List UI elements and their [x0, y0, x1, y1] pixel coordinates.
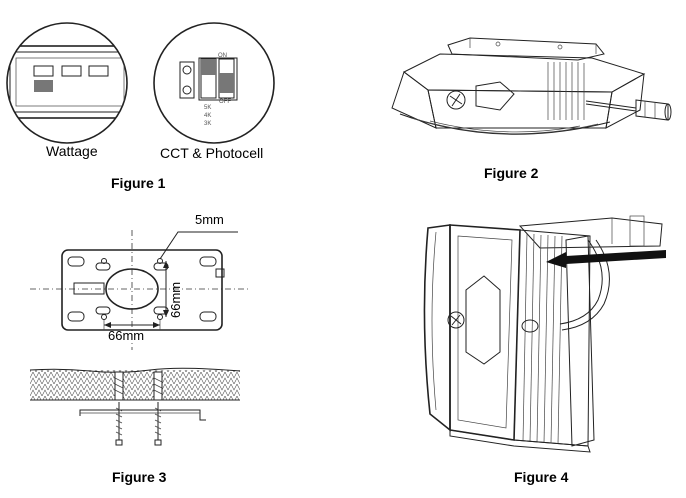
dim-vertical-label: 66mm	[168, 281, 183, 318]
figure2-caption: Figure 2	[484, 165, 539, 181]
cct-photocell-label: CCT & Photocell	[160, 145, 264, 161]
cct-option-4k: 4K	[204, 113, 212, 119]
wattage-label: Wattage	[46, 143, 98, 159]
figure1-caption: Figure 1	[111, 175, 166, 191]
wattage-switch-3	[88, 65, 109, 77]
photocell-switch-knob	[219, 73, 234, 93]
figure3-caption: Figure 3	[112, 469, 167, 485]
cct-switch-knob	[201, 59, 216, 75]
dim-hole-label: 5mm	[195, 212, 224, 227]
figure2-fixture-drawing	[391, 37, 672, 135]
cct-photocell-switch-detail	[153, 22, 275, 144]
switch-off-label: OFF	[219, 99, 231, 105]
switch-on-label: ON	[218, 53, 227, 59]
wattage-switch-1	[33, 65, 54, 77]
figure3-mounting-plate	[30, 230, 250, 350]
wattage-switch-2	[61, 65, 82, 77]
figure4-caption: Figure 4	[514, 469, 569, 485]
cct-option-5k: 5K	[204, 105, 212, 111]
cct-option-3k: 3K	[204, 121, 212, 127]
dim-horizontal-label: 66mm	[108, 328, 145, 343]
figure3-wall-anchors	[29, 367, 241, 446]
arrow-indicator	[546, 250, 666, 268]
wattage-switch-knob	[34, 80, 53, 92]
figure4-fixture-drawing	[423, 215, 666, 453]
wattage-dip-switch-detail	[6, 22, 128, 144]
